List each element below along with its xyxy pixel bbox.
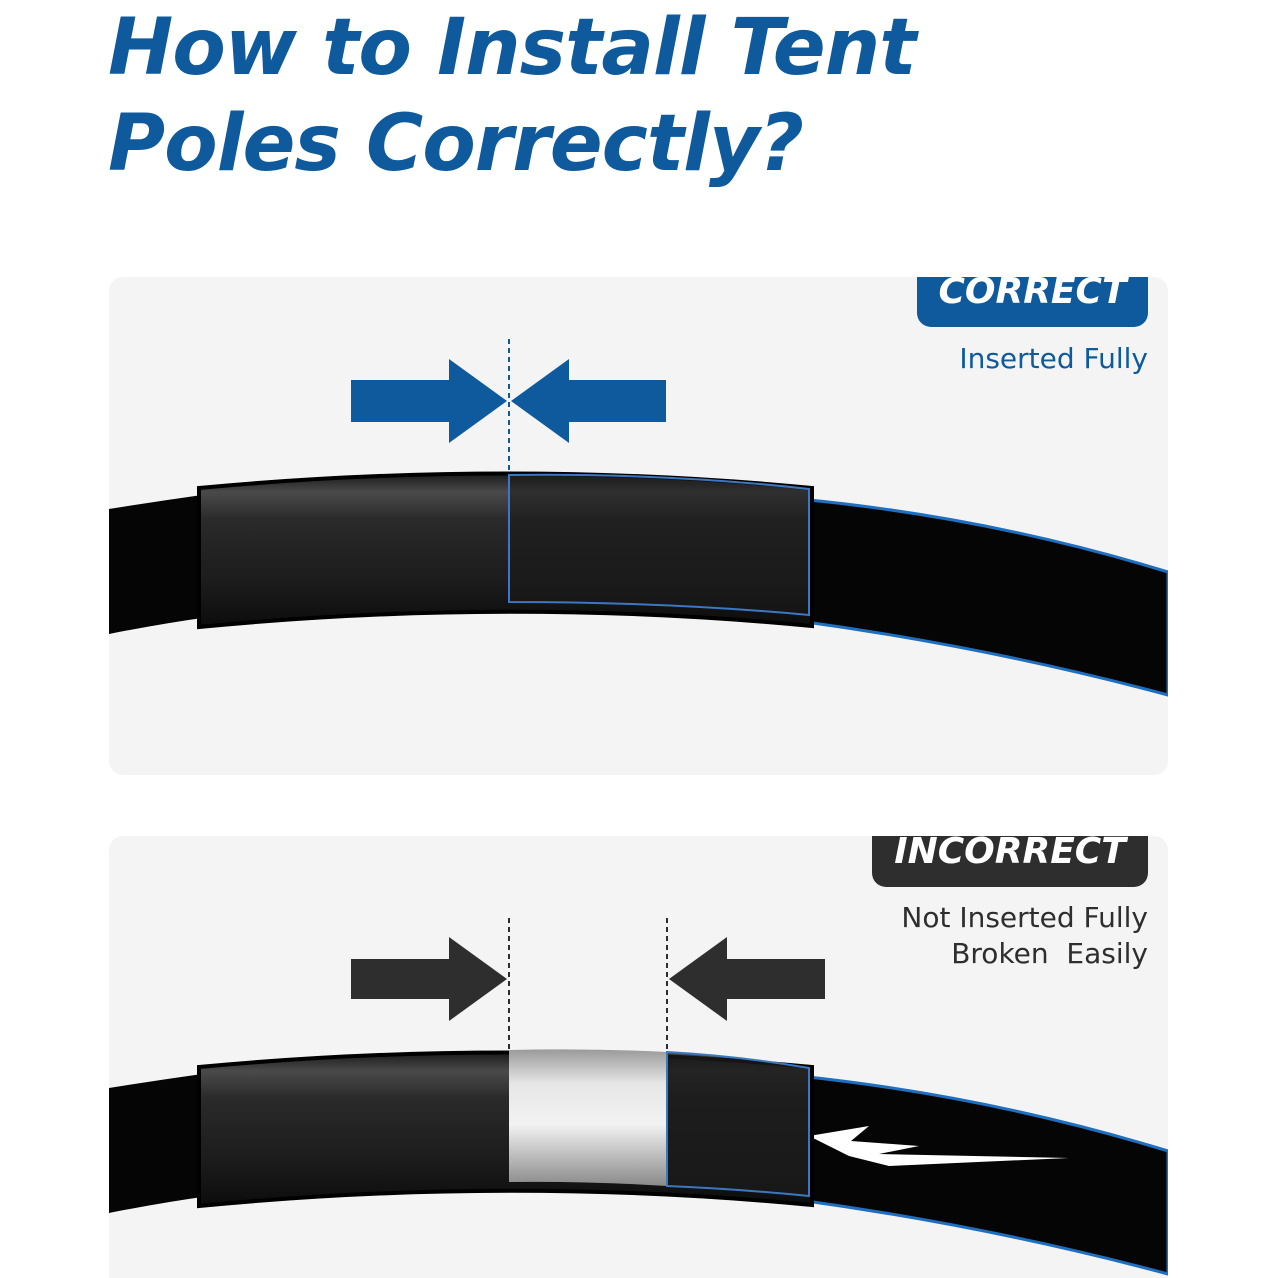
correct-note: Inserted Fully bbox=[959, 341, 1148, 377]
correct-badge: CORRECT bbox=[917, 277, 1148, 327]
arrow-left bbox=[669, 937, 825, 1021]
incorrect-panel: INCORRECT Not Inserted Fully Broken Easi… bbox=[109, 836, 1168, 1278]
incorrect-badge: INCORRECT bbox=[872, 836, 1148, 887]
crack bbox=[809, 1126, 1069, 1166]
arrow-left bbox=[511, 359, 666, 443]
inserted-pole-section bbox=[508, 473, 810, 617]
empty-gap bbox=[509, 1049, 667, 1186]
correct-illustration bbox=[109, 339, 1168, 697]
right-pole bbox=[797, 1074, 1168, 1276]
right-pole bbox=[797, 497, 1168, 697]
title-line-2: Poles Correctly? bbox=[108, 99, 804, 189]
title-line-1: How to Install Tent bbox=[108, 3, 917, 93]
incorrect-note-line-1: Not Inserted Fully bbox=[901, 901, 1148, 934]
arrow-right bbox=[351, 937, 507, 1021]
incorrect-note: Not Inserted Fully Broken Easily bbox=[901, 900, 1148, 972]
correct-note-line: Inserted Fully bbox=[959, 342, 1148, 375]
left-pole bbox=[109, 1073, 209, 1213]
left-pole bbox=[109, 494, 209, 634]
correct-panel: CORRECT Inserted Fully bbox=[109, 277, 1168, 775]
inserted-pole-section bbox=[666, 1050, 810, 1198]
arrow-right bbox=[351, 359, 507, 443]
page-title: How to Install Tent Poles Correctly? bbox=[108, 0, 1208, 192]
incorrect-illustration bbox=[109, 918, 1168, 1276]
incorrect-note-line-2: Broken Easily bbox=[951, 937, 1148, 970]
